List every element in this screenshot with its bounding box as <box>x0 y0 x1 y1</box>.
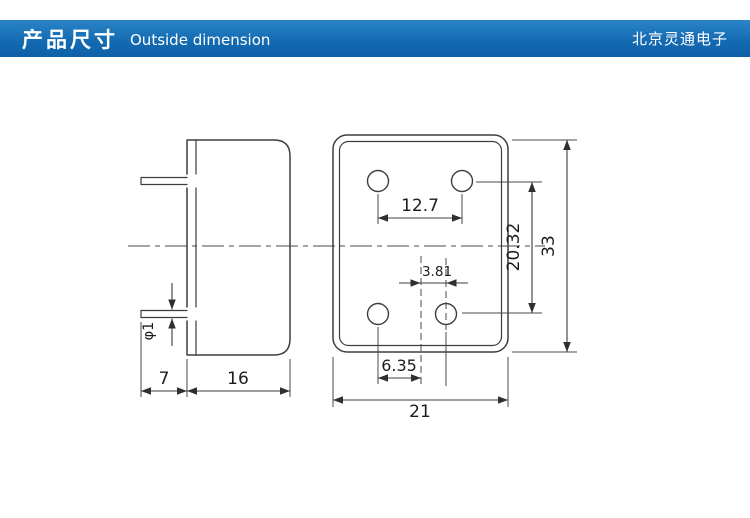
dimension-bottom-left: 7 16 <box>140 322 291 397</box>
side-view-can-outline <box>195 139 291 356</box>
dimension-hole-pitch-y: 20.32 <box>462 181 542 314</box>
side-view <box>140 139 291 356</box>
dimension-hole-pitch-x: 12.7 <box>377 194 463 224</box>
dimension-label-hole-pitch-x: 12.7 <box>401 196 439 216</box>
dimension-body-height: 33 <box>512 139 577 353</box>
hole-bottom-left <box>366 302 390 326</box>
dimension-label-hole-offset-x: 3.81 <box>422 264 452 280</box>
dimension-label-hole-half-pitch: 6.35 <box>381 356 417 375</box>
dimension-label-body-height: 33 <box>539 235 559 257</box>
front-view <box>332 134 509 353</box>
pin-top <box>140 176 188 186</box>
hole-top-right <box>450 169 474 193</box>
page-title-en: Outside dimension <box>130 31 271 49</box>
pin-bottom <box>140 309 188 319</box>
header-bar: 产品尺寸 Outside dimension 北京灵通电子 <box>0 20 750 57</box>
side-view-base-edge <box>186 139 197 356</box>
front-view-outer-outline <box>332 134 509 353</box>
dimension-hole-offset-x: 3.81 <box>399 256 468 388</box>
dimension-body-width: 21 <box>332 357 509 422</box>
hole-top-left <box>366 169 390 193</box>
dimension-label-body-depth: 16 <box>227 369 249 389</box>
company-name: 北京灵通电子 <box>631 30 728 48</box>
dimension-label-hole-pitch-y: 20.32 <box>504 223 524 272</box>
dimension-pin-diameter: φ1 <box>141 283 176 346</box>
dimension-hole-half-pitch: 6.35 <box>377 327 421 384</box>
dimension-label-pin-length: 7 <box>159 369 170 389</box>
dimension-label-body-width: 21 <box>409 402 431 422</box>
page-title-cn: 产品尺寸 <box>22 27 118 52</box>
dimension-label-pin-diameter: φ1 <box>141 322 157 341</box>
